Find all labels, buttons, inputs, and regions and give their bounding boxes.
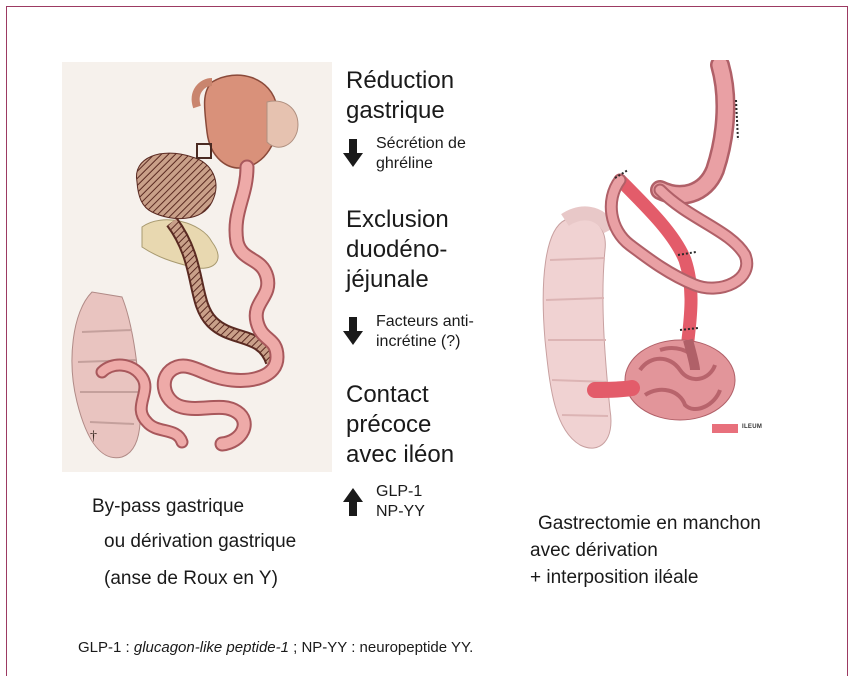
reduction-line-2: gastrique xyxy=(346,96,454,126)
contact-heading: Contact précoce avec iléon xyxy=(346,380,454,470)
anti-line-1: Facteurs anti- xyxy=(376,312,474,332)
contact-line-2: précoce xyxy=(346,410,454,440)
sleeve-gastrectomy-illustration xyxy=(520,60,790,460)
footnote: GLP-1 : glucagon-like peptide-1 ; NP-YY … xyxy=(78,639,473,656)
glp-line-2: NP-YY xyxy=(376,502,425,522)
anti-incretin-text: Facteurs anti- incrétine (?) xyxy=(376,312,474,352)
contact-line-3: avec iléon xyxy=(346,440,454,470)
ghreline-text: Sécrétion de ghréline xyxy=(376,134,466,174)
reduction-line-1: Réduction xyxy=(346,66,454,96)
left-caption-line-2: ou dérivation gastrique xyxy=(104,529,296,555)
ileum-legend-swatch xyxy=(712,424,738,433)
ghreline-line-1: Sécrétion de xyxy=(376,134,466,154)
artist-signature: † xyxy=(90,429,97,444)
arrow-down-icon xyxy=(343,139,363,167)
footnote-part-2: glucagon-like peptide-1 xyxy=(134,639,289,656)
right-caption-line-1: Gastrectomie en manchon xyxy=(538,511,761,537)
footnote-part-3: ; NP-YY : neuropeptide YY. xyxy=(289,639,473,656)
right-caption-line-3: + interposition iléale xyxy=(530,565,698,591)
exclusion-line-1: Exclusion xyxy=(346,205,449,235)
ghreline-line-2: ghréline xyxy=(376,154,466,174)
exclusion-heading: Exclusion duodéno- jéjunale xyxy=(346,205,449,295)
gastric-bypass-illustration: † xyxy=(62,62,332,472)
arrow-down-icon xyxy=(343,317,363,345)
right-caption-line-2: avec dérivation xyxy=(530,538,658,564)
glp-line-1: GLP-1 xyxy=(376,482,425,502)
anti-line-2: incrétine (?) xyxy=(376,332,474,352)
contact-line-1: Contact xyxy=(346,380,454,410)
exclusion-line-2: duodéno- xyxy=(346,235,449,265)
left-caption-line-3: (anse de Roux en Y) xyxy=(104,566,278,592)
exclusion-line-3: jéjunale xyxy=(346,265,449,295)
footnote-part-1: GLP-1 : xyxy=(78,639,134,656)
left-caption-line-1: By-pass gastrique xyxy=(92,494,244,520)
glp-text: GLP-1 NP-YY xyxy=(376,482,425,522)
reduction-heading: Réduction gastrique xyxy=(346,66,454,126)
ileum-legend-label: ILEUM xyxy=(742,424,762,430)
arrow-up-icon xyxy=(343,488,363,516)
